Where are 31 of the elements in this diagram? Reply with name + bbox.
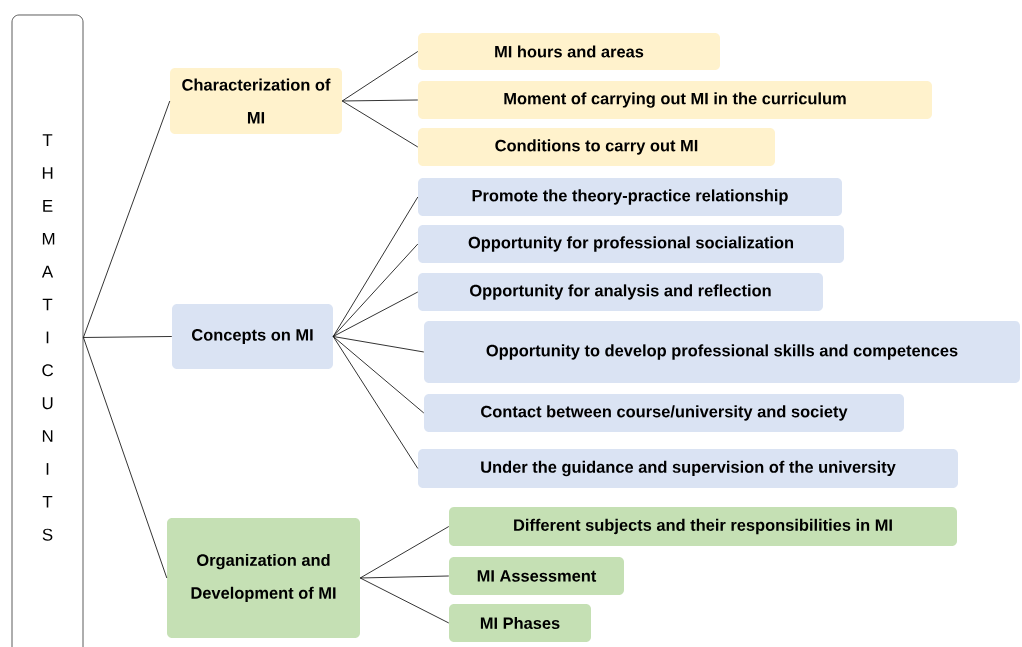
item-box: Opportunity for professional socialization xyxy=(418,225,844,263)
item-box: MI Phases xyxy=(449,604,591,642)
vertical-title-box: T H E M A T I C U N I T S xyxy=(11,14,84,647)
connector-line xyxy=(332,336,419,469)
item-box: Moment of carrying out MI in the curriculum xyxy=(418,81,932,119)
connector-line xyxy=(359,526,450,579)
item-box: Conditions to carry out MI xyxy=(418,128,775,166)
connector-line xyxy=(332,336,425,414)
connector-line xyxy=(341,100,419,148)
connector-line xyxy=(83,100,171,338)
connector-line xyxy=(332,291,419,337)
item-box: Different subjects and their responsibilities in MI xyxy=(449,507,957,546)
connector-line xyxy=(83,337,168,579)
connector-line xyxy=(359,577,450,624)
connector-line xyxy=(332,196,419,337)
item-box: Under the guidance and supervision of the university xyxy=(418,449,958,488)
topic-box: Concepts on MI xyxy=(172,304,333,369)
connector-line xyxy=(332,243,419,337)
item-box: Contact between course/university and society xyxy=(424,394,904,432)
item-box: Opportunity for analysis and reflection xyxy=(418,273,823,311)
topic-box: Characterization of MI xyxy=(170,68,342,134)
connector-line xyxy=(341,99,419,102)
connector-line xyxy=(341,51,419,102)
topic-box: Organization and Development of MI xyxy=(167,518,360,638)
connector-line xyxy=(83,336,173,338)
connector-line xyxy=(332,336,425,353)
item-box: Opportunity to develop professional skills and competences xyxy=(424,321,1020,383)
item-box: Promote the theory-practice relationship xyxy=(418,178,842,216)
item-box: MI hours and areas xyxy=(418,33,720,70)
connector-line xyxy=(359,575,450,579)
item-box: MI Assessment xyxy=(449,557,624,595)
